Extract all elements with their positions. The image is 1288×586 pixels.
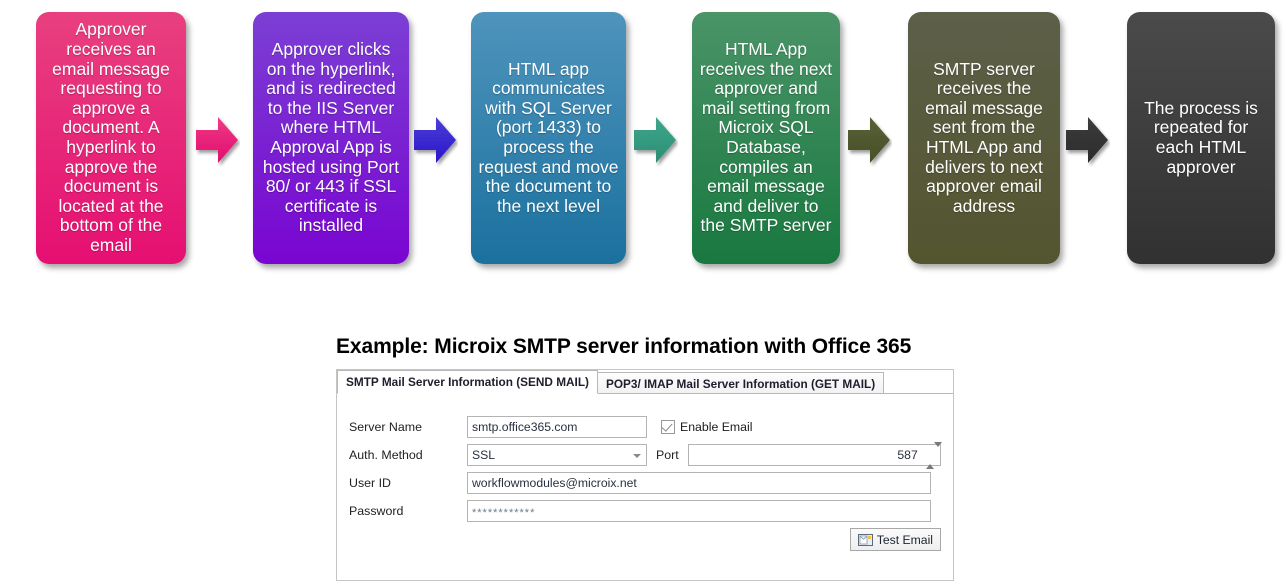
auth-method-select[interactable]: SSL [467,444,647,466]
password-row: Password ************ [349,500,943,522]
flow-step-text-1: Approver receives an email message reque… [52,19,170,255]
tab-pop3-get-mail[interactable]: POP3/ IMAP Mail Server Information (GET … [596,372,885,394]
enable-email-control[interactable]: Enable Email [661,420,752,434]
mail-icon [857,533,873,546]
right-arrow-icon-1 [194,113,240,167]
spinner-up-icon[interactable] [925,447,934,469]
flow-step-text-4: HTML App receives the next approver and … [699,39,833,236]
server-name-input[interactable]: smtp.office365.com [467,416,647,438]
flow-step-text-5: SMTP server receives the email message s… [925,58,1043,216]
right-arrow-icon-2 [412,113,458,167]
spinner-arrows-icon[interactable] [925,442,942,469]
enable-email-label: Enable Email [680,420,753,434]
test-email-label: Test Email [876,532,933,547]
tabstrip-filler [883,372,953,394]
tabstrip: SMTP Mail Server Information (SEND MAIL)… [337,370,953,394]
auth-method-value: SSL [472,448,496,462]
flow-step-box-3: HTML app communicates with SQL Server (p… [471,12,626,264]
flow-step-text-2: Approver clicks on the hyperlink, and is… [262,39,400,236]
checkmark-icon [661,420,673,432]
chevron-down-icon [633,454,641,458]
server-name-label: Server Name [349,420,422,434]
flow-step-box-6: The process is repeated for each HTML ap… [1127,12,1275,264]
flow-step-box-2: Approver clicks on the hyperlink, and is… [253,12,409,264]
right-arrow-icon-3 [632,113,678,167]
flow-step-text-3: HTML app communicates with SQL Server (p… [478,58,619,216]
flow-step-box-4: HTML App receives the next approver and … [692,12,840,264]
password-label: Password [349,504,404,518]
flow-step-text-6: The process is repeated for each HTML ap… [1144,97,1258,177]
port-label: Port [656,448,679,462]
smtp-form: Server Name smtp.office365.com Enable Em… [337,394,953,580]
user-id-label: User ID [349,476,391,490]
password-input[interactable]: ************ [467,500,931,522]
spinner-down-icon[interactable] [933,442,942,464]
tab-smtp-send-mail[interactable]: SMTP Mail Server Information (SEND MAIL) [337,370,598,394]
flow-step-box-1: Approver receives an email message reque… [36,12,186,264]
right-arrow-icon-5 [1064,113,1110,167]
port-spinner[interactable]: 587 [687,442,942,469]
right-arrow-icon-4 [846,113,892,167]
example-title: Example: Microix SMTP server information… [336,335,912,358]
process-flow-diagram: Approver receives an email message reque… [0,0,1288,290]
server-name-row: Server Name smtp.office365.com Enable Em… [349,416,943,438]
user-id-input[interactable]: workflowmodules@microix.net [467,472,931,494]
port-value: 587 [897,448,918,462]
auth-method-label: Auth. Method [349,448,423,462]
test-email-button[interactable]: Test Email [849,528,941,551]
enable-email-checkbox[interactable] [661,420,675,434]
auth-method-row: Auth. Method SSL Port 587 [349,442,943,469]
smtp-settings-panel: SMTP Mail Server Information (SEND MAIL)… [336,369,954,581]
user-id-row: User ID workflowmodules@microix.net [349,472,943,494]
flow-step-box-5: SMTP server receives the email message s… [908,12,1060,264]
example-section: Example: Microix SMTP server information… [0,300,1288,586]
